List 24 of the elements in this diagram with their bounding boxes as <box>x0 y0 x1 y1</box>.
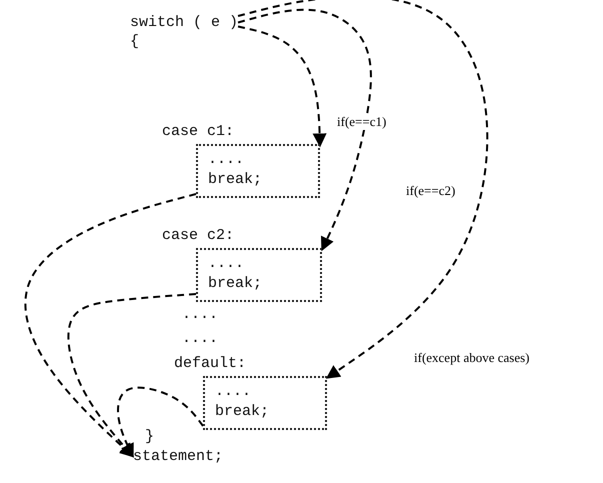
code-text: break; <box>215 402 270 422</box>
dashed-arrow <box>117 386 204 458</box>
code-text: .... <box>182 306 218 323</box>
code-text: .... <box>182 330 218 347</box>
ellipsis-text: .... <box>208 254 246 274</box>
dashed-arrow <box>67 293 196 458</box>
dashed-arrow <box>238 26 327 148</box>
edge-label: if(e==c2) <box>405 183 456 199</box>
dashed-arrow <box>238 0 488 379</box>
edge-label: if(e==c1) <box>336 114 388 130</box>
code-text: switch ( e ) <box>130 14 238 31</box>
code-text: } <box>145 428 154 445</box>
case-label: case c2: <box>162 226 236 246</box>
case-label: default: <box>174 354 248 374</box>
ellipsis-text: .... <box>215 382 252 402</box>
code-text: statement; <box>133 448 224 465</box>
case-label: case c1: <box>162 122 236 142</box>
code-text: break; <box>208 170 264 190</box>
dashed-arrow <box>238 8 372 252</box>
code-text: { <box>130 33 140 50</box>
dashed-arrow <box>24 193 196 458</box>
ellipsis-text: .... <box>208 150 246 170</box>
edge-label: if(except above cases) <box>413 350 530 366</box>
code-text: break; <box>208 274 264 294</box>
